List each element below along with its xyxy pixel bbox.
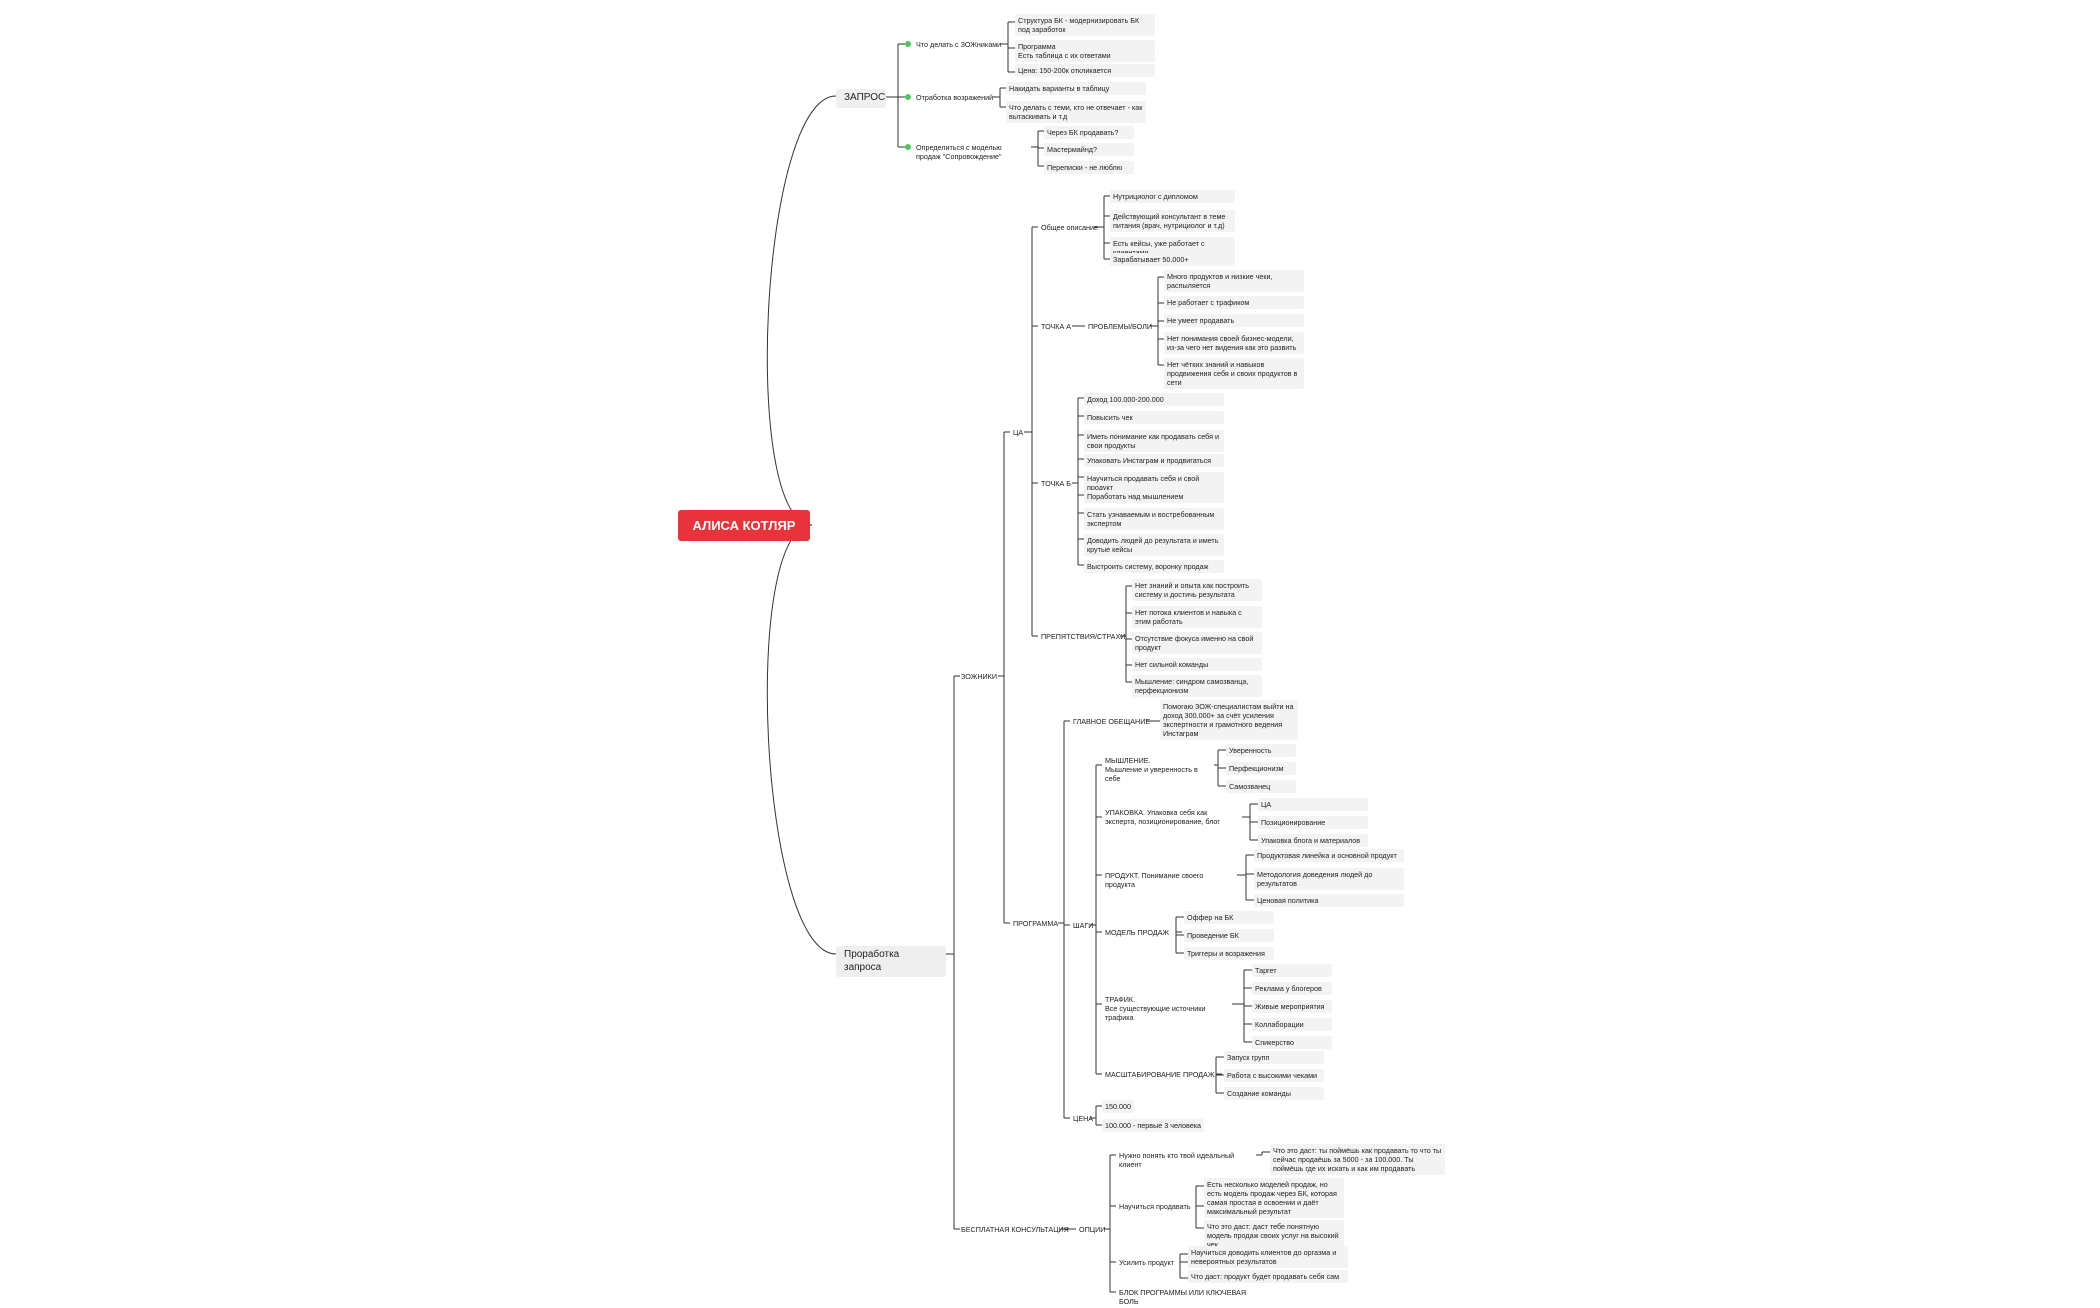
ca-node[interactable]: ЦА — [1013, 428, 1024, 437]
zozhniki-node[interactable]: ЗОЖНИКИ — [961, 672, 998, 681]
tochka-b-leaf[interactable]: Научиться продавать себя и свой продукт — [1084, 472, 1224, 494]
step-leaf[interactable]: Таргет — [1252, 964, 1332, 977]
shagi-step[interactable]: ПРОДУКТ. Понимание своего продукта — [1105, 871, 1204, 889]
status-dot-icon — [905, 41, 911, 47]
step-leaf[interactable]: Проведение БК — [1184, 929, 1274, 942]
cena-node[interactable]: ЦЕНА — [1073, 1114, 1094, 1123]
zapros-child-leaf[interactable]: Программа Есть таблица с их ответами — [1015, 40, 1155, 62]
step-leaf[interactable]: Самозванец — [1226, 780, 1296, 793]
step-leaf[interactable]: Живые мероприятия — [1252, 1000, 1332, 1013]
zapros-child-leaf[interactable]: Через БК продавать? — [1044, 126, 1134, 139]
zapros-child-leaf[interactable]: Накидать варианты в таблицу — [1006, 82, 1146, 95]
root-node[interactable]: АЛИСА КОТЛЯР — [678, 510, 810, 541]
problems-node[interactable]: ПРОБЛЕМЫ/БОЛИ — [1088, 322, 1152, 331]
status-dot-icon — [905, 144, 911, 150]
opcii-leaf[interactable]: Что это даст: даст тебе понятную модель … — [1204, 1220, 1344, 1251]
opcii-item[interactable]: Нужно понять кто твой идеальный клиент — [1119, 1151, 1235, 1169]
zapros-child-leaf[interactable]: Мастермайнд? — [1044, 143, 1134, 156]
zapros-child-leaf[interactable]: Структура БК - модернизировать БК под за… — [1015, 14, 1155, 36]
tochka-b-leaf[interactable]: Доводить людей до результата и иметь кру… — [1084, 534, 1224, 556]
programma-node[interactable]: ПРОГРАММА — [1013, 919, 1059, 928]
shagi-step[interactable]: МЫШЛЕНИЕ. Мышление и уверенность в себе — [1105, 756, 1198, 783]
step-leaf[interactable]: Ценовая политика — [1254, 894, 1404, 907]
prepyatstviya-node[interactable]: ПРЕПЯТСТВИЯ/СТРАХИ — [1041, 632, 1126, 641]
prepyatstviya-leaf[interactable]: Нет потока клиентов и навыка с этим рабо… — [1132, 606, 1262, 628]
step-leaf[interactable]: Запуск групп — [1224, 1051, 1324, 1064]
opcii-item[interactable]: Усилить продукт — [1119, 1258, 1174, 1267]
step-leaf[interactable]: Создание команды — [1224, 1087, 1324, 1100]
cena-leaf[interactable]: 150.000 — [1102, 1100, 1134, 1113]
step-leaf[interactable]: Реклама у блогеров — [1252, 982, 1332, 995]
tochka-b-leaf[interactable]: Повысить чек — [1084, 411, 1224, 424]
zapros-child-leaf[interactable]: Переписки - не люблю — [1044, 161, 1134, 174]
obshee-leaf[interactable]: Нутрициолог с дипломом — [1110, 190, 1235, 203]
main-node-prorabotka[interactable]: Проработка запроса — [836, 946, 946, 977]
problems-leaf[interactable]: Много продуктов и низкие чеки, распыляет… — [1164, 270, 1304, 292]
main-promise-node[interactable]: ГЛАВНОЕ ОБЕЩАНИЕ — [1073, 717, 1151, 726]
opcii-node[interactable]: ОПЦИИ — [1079, 1225, 1106, 1234]
tochka-b-leaf[interactable]: Выстроить систему, воронку продаж — [1084, 560, 1224, 573]
prepyatstviya-leaf[interactable]: Отсутствие фокуса именно на свой продукт — [1132, 632, 1262, 654]
step-leaf[interactable]: Работа с высокими чеками — [1224, 1069, 1324, 1082]
obshee-leaf[interactable]: Зарабатывает 50.000+ — [1110, 253, 1235, 266]
step-leaf[interactable]: Оффер на БК — [1184, 911, 1274, 924]
prepyatstviya-leaf[interactable]: Нет сильной команды — [1132, 658, 1262, 671]
opcii-leaf[interactable]: Есть несколько моделей продаж, но есть м… — [1204, 1178, 1344, 1218]
shagi-step[interactable]: ТРАФИК. Все существующие источники трафи… — [1105, 995, 1206, 1022]
tochka-b-leaf[interactable]: Поработать над мышлением — [1084, 490, 1224, 503]
problems-leaf[interactable]: Нет чётких знаний и навыков продвижения … — [1164, 358, 1304, 389]
main-node-zapros[interactable]: ЗАПРОС — [836, 89, 886, 108]
step-leaf[interactable]: Позиционирование — [1258, 816, 1368, 829]
tochka-b-leaf[interactable]: Иметь понимание как продавать себя и сво… — [1084, 430, 1224, 452]
shagi-step[interactable]: МАСШТАБИРОВАНИЕ ПРОДАЖ — [1105, 1070, 1215, 1079]
obshee-leaf[interactable]: Действующий консультант в теме питания (… — [1110, 210, 1235, 232]
status-dot-icon — [905, 94, 911, 100]
opcii-item[interactable]: Научиться продавать — [1119, 1202, 1191, 1211]
step-leaf[interactable]: Методология доведения людей до результат… — [1254, 868, 1404, 890]
zapros-child-leaf[interactable]: Что делать с теми, кто не отвечает - как… — [1006, 101, 1146, 123]
shagi-node[interactable]: ШАГИ — [1073, 921, 1094, 930]
step-leaf[interactable]: Уверенность — [1226, 744, 1296, 757]
tochka-b-leaf[interactable]: Упаковать Инстаграм и продвигаться — [1084, 454, 1224, 467]
problems-leaf[interactable]: Не умеет продавать — [1164, 314, 1304, 327]
cena-leaf[interactable]: 100.000 - первые 3 человека — [1102, 1119, 1205, 1132]
shagi-step[interactable]: МОДЕЛЬ ПРОДАЖ — [1105, 928, 1170, 937]
opcii-leaf[interactable]: Научиться доводить клиентов до оргазма и… — [1188, 1246, 1348, 1268]
step-leaf[interactable]: ЦА — [1258, 798, 1368, 811]
step-leaf[interactable]: Упаковка блога и материалов — [1258, 834, 1368, 847]
prepyatstviya-leaf[interactable]: Нет знаний и опыта как построить систему… — [1132, 579, 1262, 601]
tochka-b-node[interactable]: ТОЧКА Б — [1041, 479, 1071, 488]
step-leaf[interactable]: Спикерство — [1252, 1036, 1332, 1049]
zapros-child-leaf[interactable]: Цена: 150-200к откликается — [1015, 64, 1155, 77]
step-leaf[interactable]: Продуктовая линейка и основной продукт — [1254, 849, 1404, 862]
opcii-leaf[interactable]: Что даст: продукт будет продавать себя с… — [1188, 1270, 1348, 1283]
zapros-item[interactable]: Отработка возражений — [916, 93, 994, 102]
shagi-step[interactable]: УПАКОВКА. Упаковка себя как эксперта, по… — [1105, 808, 1221, 826]
prepyatstviya-leaf[interactable]: Мышление: синдром самозванца, перфекцион… — [1132, 675, 1262, 697]
step-leaf[interactable]: Коллаборации — [1252, 1018, 1332, 1031]
tochka-a-node[interactable]: ТОЧКА А — [1041, 322, 1072, 331]
problems-leaf[interactable]: Нет понимания своей бизнес-модели, из-за… — [1164, 332, 1304, 354]
step-leaf[interactable]: Перфекционизм — [1226, 762, 1296, 775]
obshee-node[interactable]: Общее описание — [1041, 223, 1099, 232]
opcii-item[interactable]: БЛОК ПРОГРАММЫ ИЛИ КЛЮЧЕВАЯ БОЛЬ — [1119, 1288, 1247, 1306]
tochka-b-leaf[interactable]: Доход 100.000-200.000 — [1084, 393, 1224, 406]
zapros-item[interactable]: Что делать с ЗОЖниками — [916, 40, 1002, 49]
problems-leaf[interactable]: Не работает с трафиком — [1164, 296, 1304, 309]
zapros-item[interactable]: Определиться с моделью продаж "Сопровожд… — [916, 143, 1002, 161]
main-promise-leaf[interactable]: Помогаю ЗОЖ-специалистам выйти на доход … — [1160, 700, 1298, 740]
opcii-leaf[interactable]: Что это даст: ты поймёшь как продавать т… — [1270, 1144, 1445, 1175]
tochka-b-leaf[interactable]: Стать узнаваемым и востребованным экспер… — [1084, 508, 1224, 530]
step-leaf[interactable]: Триггеры и возражения — [1184, 947, 1274, 960]
konsultaciya-node[interactable]: БЕСПЛАТНАЯ КОНСУЛЬТАЦИЯ — [961, 1225, 1069, 1234]
